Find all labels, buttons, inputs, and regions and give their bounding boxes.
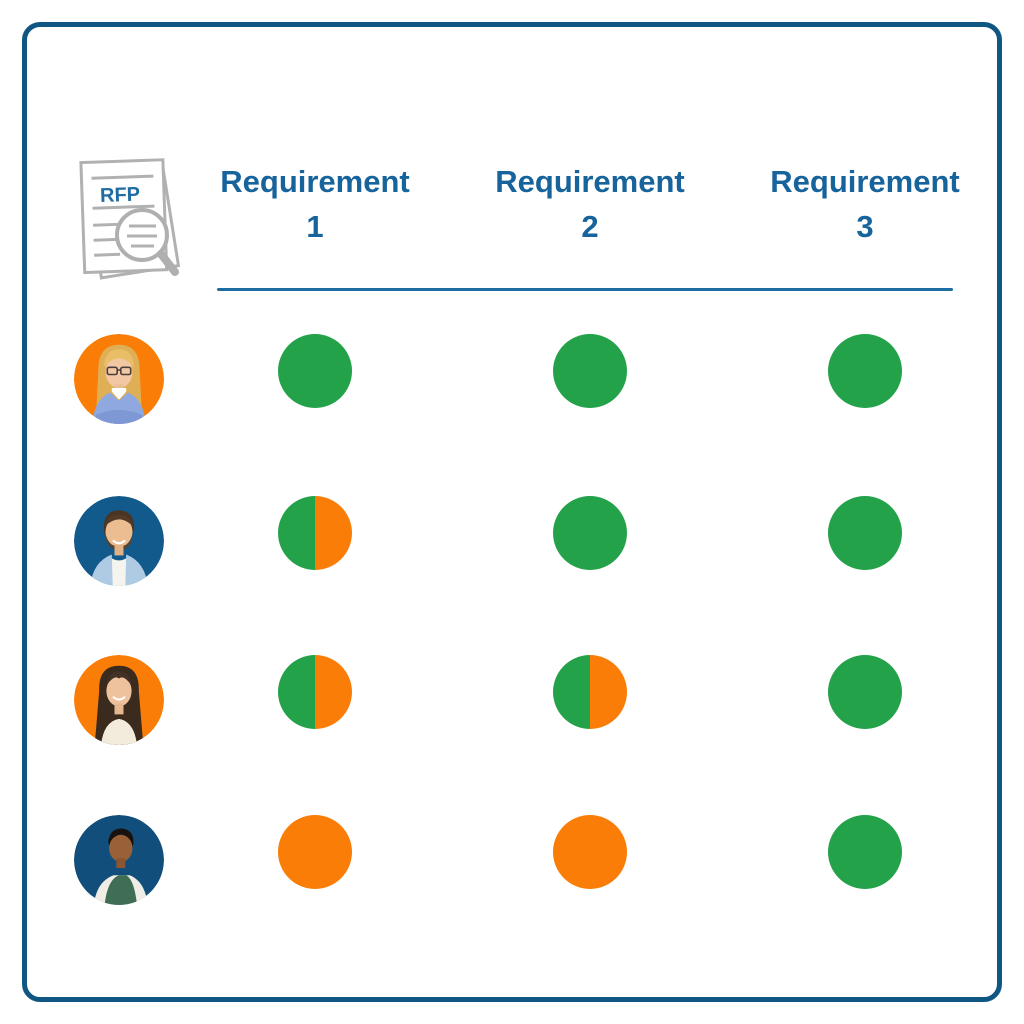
magnifier-glass-icon xyxy=(115,208,179,276)
column-header-requirement-2: Requirement 2 xyxy=(465,159,715,249)
status-dot-partial xyxy=(278,496,352,570)
column-header-label: Requirement xyxy=(220,164,410,199)
header-divider-line xyxy=(217,288,953,291)
column-header-number: 3 xyxy=(856,209,874,244)
status-dot-met xyxy=(828,496,902,570)
woman-blonde-glasses-avatar xyxy=(74,334,164,424)
column-header-number: 2 xyxy=(581,209,599,244)
woman-long-dark-hair-avatar xyxy=(74,655,164,745)
status-dot-met xyxy=(278,334,352,408)
rounded-frame: RFP Requirement 1 Requirement 2 xyxy=(22,22,1002,1002)
status-dot-met xyxy=(828,815,902,889)
status-dot-unmet xyxy=(278,815,352,889)
column-header-label: Requirement xyxy=(495,164,685,199)
status-dot-unmet xyxy=(553,815,627,889)
man-green-vest-avatar xyxy=(74,815,164,905)
status-dot-partial xyxy=(278,655,352,729)
man-beard-smiling-avatar xyxy=(74,496,164,586)
status-dot-met xyxy=(553,496,627,570)
status-dot-met xyxy=(828,655,902,729)
column-header-requirement-3: Requirement 3 xyxy=(740,159,990,249)
column-header-requirement-1: Requirement 1 xyxy=(190,159,440,249)
rfp-label: RFP xyxy=(100,184,141,207)
status-dot-met xyxy=(828,334,902,408)
column-header-number: 1 xyxy=(306,209,324,244)
status-dot-partial xyxy=(553,655,627,729)
status-dot-met xyxy=(553,334,627,408)
column-header-label: Requirement xyxy=(770,164,960,199)
rfp-document-magnifier-icon: RFP xyxy=(79,158,181,280)
